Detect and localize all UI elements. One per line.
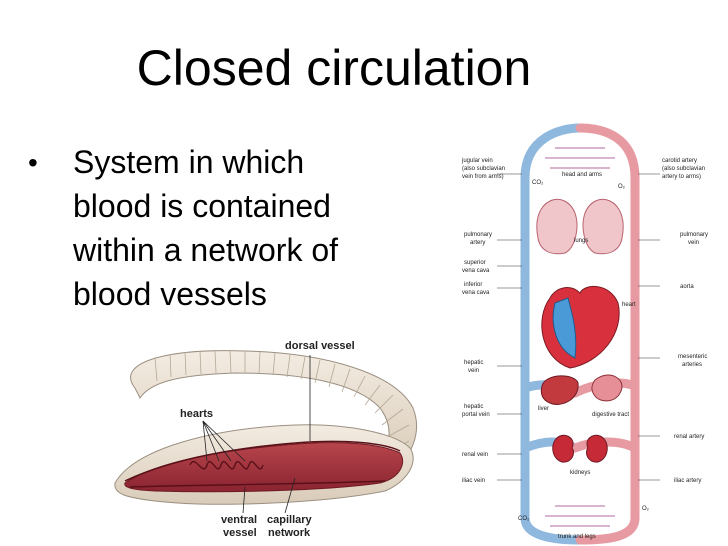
label-hepatic-vein1: hepatic — [464, 360, 483, 366]
worm-hearts — [189, 461, 264, 470]
label-liver: liver — [538, 406, 549, 412]
label-mesenteric1: mesenteric — [678, 354, 707, 360]
label-head-and-arms: head and arms — [562, 172, 602, 178]
label-superior1: superior — [464, 260, 486, 266]
label-carotid-note2: artery to arms) — [662, 174, 701, 180]
digestive-tract — [591, 374, 623, 402]
worm-label-hearts: hearts — [180, 408, 213, 420]
label-inferior1: inferior — [464, 282, 482, 288]
label-aorta: aorta — [680, 284, 694, 290]
label-pulmonary-artery1: pulmonary — [464, 232, 492, 238]
label-co2-top: CO₂ — [532, 180, 544, 186]
label-inferior2: vena cava — [462, 290, 490, 296]
label-pulmonary-vein2: vein — [688, 240, 699, 246]
label-renal-artery: renal artery — [674, 434, 704, 440]
label-mesenteric2: arteries — [682, 362, 702, 368]
head-loop-vein — [520, 123, 585, 183]
worm-dorsal-vessel — [124, 440, 401, 482]
label-pulmonary-artery2: artery — [470, 240, 485, 246]
label-kidneys: kidneys — [570, 470, 590, 476]
circulation-diagram: jugular vein (also subclavian vein from … — [461, 123, 708, 545]
bullet-dot-icon: • — [28, 147, 38, 178]
bullet-text: System in which blood is contained withi… — [73, 144, 339, 312]
label-carotid-artery: carotid artery — [662, 158, 697, 164]
worm-ventral-vessel — [129, 480, 386, 488]
label-pulmonary-vein1: pulmonary — [680, 232, 708, 238]
label-iliac-artery: iliac artery — [674, 478, 701, 484]
worm-label-dorsal-vessel: dorsal vessel — [285, 340, 355, 352]
label-digestive-tract: digestive tract — [592, 412, 629, 418]
lungs — [536, 198, 624, 255]
worm-label-vessel: vessel — [223, 527, 257, 538]
label-hepatic-vein2: vein — [468, 368, 479, 374]
label-jugular-note2: vein from arms) — [462, 174, 504, 180]
worm-label-capillary: capillary — [267, 514, 313, 526]
label-hepatic-portal2: portal vein — [462, 412, 490, 418]
slide-title: Closed circulation — [136, 40, 532, 96]
label-heart: heart — [622, 302, 636, 308]
worm-label-ventral: ventral — [221, 514, 257, 526]
worm-label-network: network — [268, 527, 311, 538]
label-co2-bottom: CO₂ — [518, 516, 530, 522]
label-jugular-note1: (also subclavian — [462, 166, 505, 172]
label-superior2: vena cava — [462, 268, 490, 274]
label-iliac-vein: iliac vein — [462, 478, 485, 484]
label-o2-bottom: O₂ — [642, 506, 650, 512]
label-jugular-vein: jugular vein — [461, 158, 493, 164]
liver — [540, 375, 579, 405]
label-lungs: lungs — [574, 238, 588, 244]
label-o2-top: O₂ — [618, 184, 626, 190]
kidneys — [552, 434, 608, 463]
head-loop-artery — [575, 123, 640, 183]
bottom-loop-artery — [575, 513, 640, 545]
bottom-loop-vein — [520, 513, 585, 545]
label-renal-vein: renal vein — [462, 452, 488, 458]
label-carotid-note1: (also subclavian — [662, 166, 705, 172]
label-hepatic-portal1: hepatic — [464, 404, 483, 410]
label-trunk-and-legs: trunk and legs — [558, 534, 596, 540]
earthworm-diagram: dorsal vessel hearts ventral vessel capi… — [114, 340, 417, 538]
